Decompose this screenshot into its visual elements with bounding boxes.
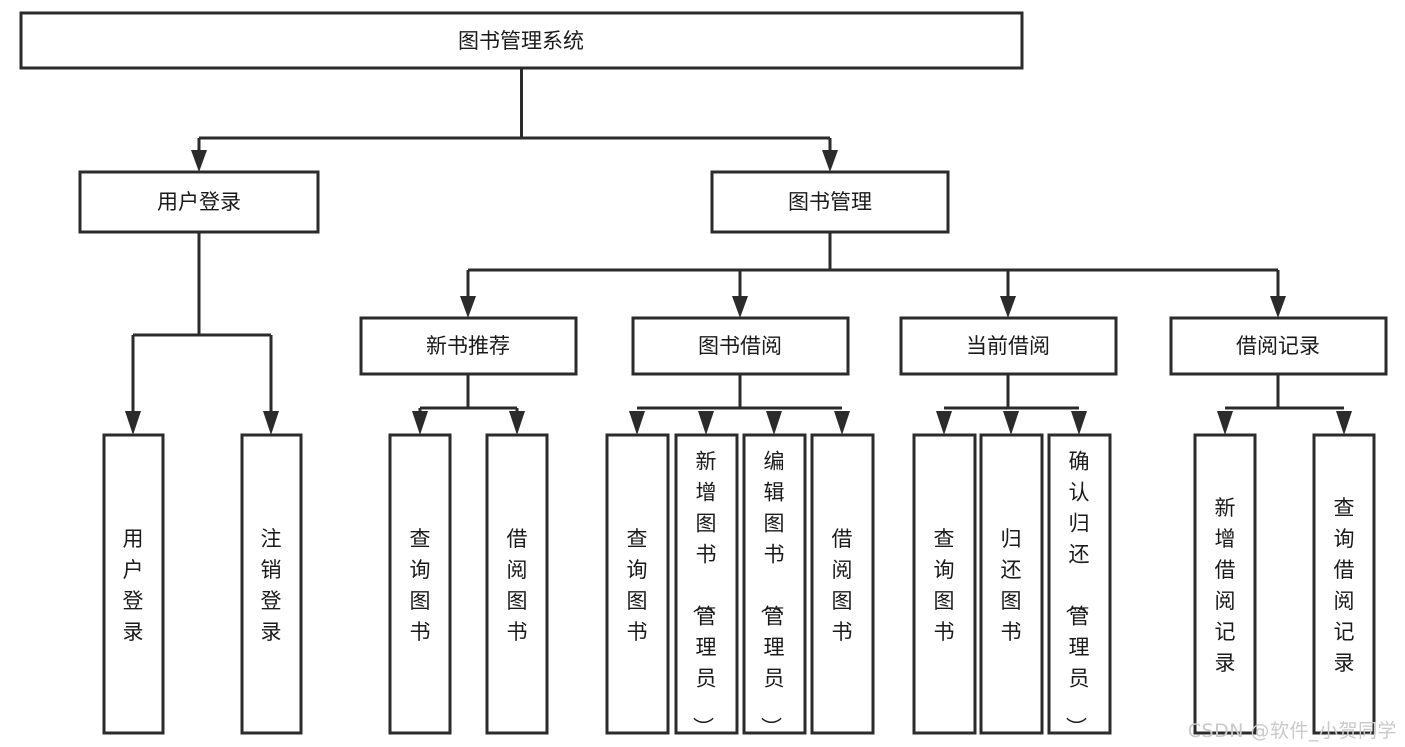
node-current-borrow-box[interactable]: [899, 316, 1118, 376]
node-current-borrow[interactable]: 当前借阅: [899, 316, 1118, 376]
node-leaf-query-book-1-label: 查询图书: [410, 527, 431, 644]
node-leaf-user-logout-label: 注销登录: [261, 527, 282, 644]
node-leaf-borrow-book-1-label: 借阅图书: [507, 527, 528, 644]
node-leaf-add-record[interactable]: 新增借阅记录: [1193, 433, 1257, 735]
arrow-to-new-book-rec: [460, 296, 476, 318]
node-leaf-user-logout[interactable]: 注销登录: [240, 433, 303, 735]
node-leaf-add-book-label: 新增图书（管理员）: [691, 450, 717, 738]
node-leaf-edit-book[interactable]: 编辑图书（管理员）: [742, 433, 807, 738]
node-root-box[interactable]: [19, 11, 1024, 70]
node-leaf-borrow-book-1-box[interactable]: [485, 433, 549, 735]
node-leaf-query-book-3-label: 查询图书: [934, 527, 955, 644]
arrow-to-book-borrow: [732, 296, 748, 318]
node-leaf-borrow-book-2[interactable]: 借阅图书: [810, 433, 875, 735]
node-leaf-add-book-box[interactable]: [674, 433, 739, 735]
node-leaf-query-book-3-box[interactable]: [912, 433, 977, 735]
node-leaf-borrow-book-1[interactable]: 借阅图书: [485, 433, 549, 735]
arrow-leaf-confirm-return: [1071, 411, 1087, 435]
node-leaf-user-logout-box[interactable]: [240, 433, 303, 735]
node-book-borrow[interactable]: 图书借阅: [631, 316, 850, 376]
arrow-leaf-add-record: [1217, 411, 1233, 435]
arrow-leaf-borrow-book-2: [834, 411, 850, 435]
node-leaf-query-book-2[interactable]: 查询图书: [605, 433, 670, 735]
node-leaf-add-record-label: 新增借阅记录: [1215, 496, 1236, 675]
arrow-leaf-borrow-book-1: [509, 411, 525, 435]
node-user-login-label: 用户登录: [157, 190, 241, 214]
connector-layer: [125, 68, 1352, 435]
node-new-book-rec-label: 新书推荐: [426, 334, 510, 358]
node-leaf-query-book-1-box[interactable]: [388, 433, 452, 735]
node-borrow-record-box[interactable]: [1169, 316, 1388, 376]
node-borrow-record[interactable]: 借阅记录: [1169, 316, 1388, 376]
node-borrow-record-label: 借阅记录: [1236, 334, 1320, 358]
arrow-to-borrow-record: [1270, 296, 1286, 318]
node-new-book-rec-box[interactable]: [359, 316, 578, 376]
arrow-leaf-user-login: [125, 411, 141, 435]
node-leaf-edit-book-box[interactable]: [742, 433, 807, 735]
arrow-to-book-manage: [822, 150, 838, 172]
node-leaf-query-book-3[interactable]: 查询图书: [912, 433, 977, 735]
node-leaf-query-book-2-box[interactable]: [605, 433, 670, 735]
arrow-leaf-query-book-2: [629, 411, 645, 435]
node-leaf-query-record[interactable]: 查询借阅记录: [1312, 433, 1376, 735]
node-leaf-return-book[interactable]: 归还图书: [979, 433, 1044, 735]
arrow-leaf-return-book: [1003, 411, 1019, 435]
node-book-manage-box[interactable]: [710, 170, 950, 234]
node-new-book-rec[interactable]: 新书推荐: [359, 316, 578, 376]
node-leaf-borrow-book-2-label: 借阅图书: [832, 527, 853, 644]
node-book-borrow-label: 图书借阅: [698, 334, 782, 358]
node-current-borrow-label: 当前借阅: [966, 334, 1050, 358]
node-book-borrow-box[interactable]: [631, 316, 850, 376]
arrow-to-current-borrow: [1000, 296, 1016, 318]
arrow-leaf-query-record: [1336, 411, 1352, 435]
node-leaf-add-book[interactable]: 新增图书（管理员）: [674, 433, 739, 738]
node-user-login[interactable]: 用户登录: [78, 170, 320, 234]
node-leaf-query-record-box[interactable]: [1312, 433, 1376, 735]
leaf-layer: 用户登录 注销登录 查询图书 借阅图书 查询图书 新: [102, 433, 1376, 738]
node-leaf-query-book-1[interactable]: 查询图书: [388, 433, 452, 735]
node-leaf-query-book-2-label: 查询图书: [627, 527, 648, 644]
node-book-manage-label: 图书管理: [788, 190, 872, 214]
arrow-leaf-query-book-1: [412, 411, 428, 435]
arrow-leaf-edit-book: [766, 411, 782, 435]
node-leaf-borrow-book-2-box[interactable]: [810, 433, 875, 735]
node-leaf-user-login-label: 用户登录: [123, 527, 144, 644]
node-root-label: 图书管理系统: [458, 29, 584, 53]
node-leaf-edit-book-label: 编辑图书（管理员）: [759, 450, 785, 738]
node-leaf-confirm-return[interactable]: 确认归还（管理员）: [1047, 433, 1112, 738]
node-leaf-confirm-return-label: 确认归还（管理员）: [1064, 450, 1090, 738]
node-leaf-user-login[interactable]: 用户登录: [102, 433, 165, 735]
node-leaf-user-login-box[interactable]: [102, 433, 165, 735]
node-user-login-box[interactable]: [78, 170, 320, 234]
node-leaf-add-record-box[interactable]: [1193, 433, 1257, 735]
node-leaf-confirm-return-box[interactable]: [1047, 433, 1112, 735]
node-book-manage[interactable]: 图书管理: [710, 170, 950, 234]
node-leaf-query-record-label: 查询借阅记录: [1334, 496, 1355, 675]
arrow-to-user-login: [191, 150, 207, 172]
arrow-leaf-user-logout: [263, 411, 279, 435]
arrow-leaf-query-book-3: [936, 411, 952, 435]
node-leaf-return-book-label: 归还图书: [1001, 527, 1022, 644]
node-root[interactable]: 图书管理系统: [19, 11, 1024, 70]
node-leaf-return-book-box[interactable]: [979, 433, 1044, 735]
arrow-leaf-add-book: [698, 411, 714, 435]
